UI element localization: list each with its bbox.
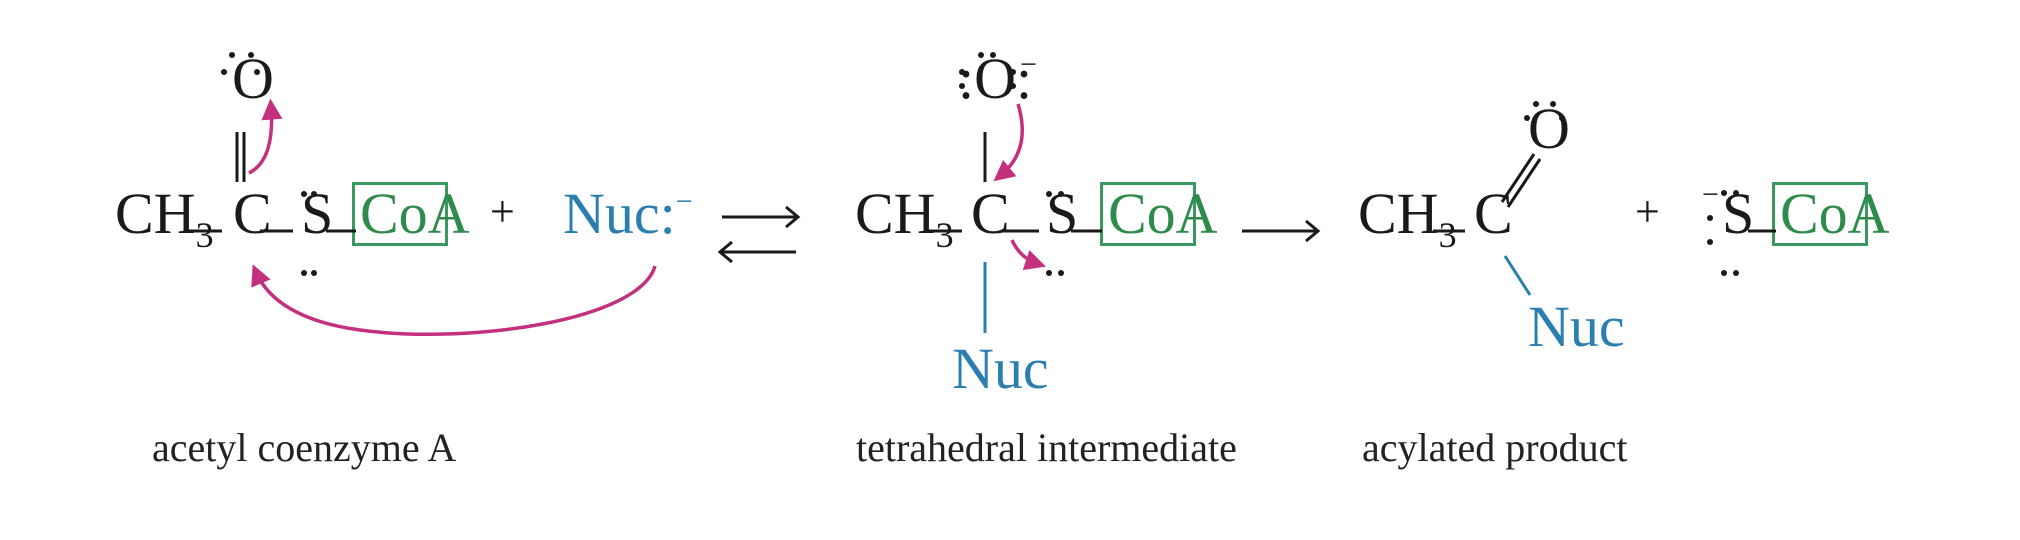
forward-arrow	[1242, 219, 1321, 243]
reactant-lone-pairs	[221, 52, 317, 276]
coa-box	[1772, 182, 1868, 246]
product-nuc-bond	[1503, 255, 1532, 296]
coa-box	[1100, 182, 1196, 246]
product-ch3: CH3	[1358, 181, 1457, 255]
intermediate-lone-pairs	[959, 52, 1064, 276]
curved-arrow-leaving-group	[1010, 239, 1046, 270]
reactant-ch3: CH3	[115, 181, 214, 255]
thiolate-coa: CoA	[1780, 181, 1890, 246]
thiolate-charge: −	[1702, 178, 1719, 211]
nucleophile: Nuc:−	[563, 181, 693, 246]
label-acetyl-coenzyme-a: acetyl coenzyme A	[152, 425, 457, 470]
intermediate-nuc: Nuc	[952, 336, 1049, 401]
coa-box	[352, 182, 448, 246]
product-oxygen: O	[1528, 96, 1570, 161]
product-lone-pairs	[1524, 101, 1565, 121]
intermediate-coa: CoA	[1108, 181, 1218, 246]
label-acylated-product: acylated product	[1362, 425, 1628, 470]
curved-arrow-oxyanion-reform	[993, 103, 1025, 182]
intermediate-carbon: C	[971, 181, 1010, 246]
curved-arrow-nuc-attack	[251, 264, 657, 337]
thiolate-lone-pairs	[1707, 190, 1739, 276]
intermediate-ch3: CH3	[855, 181, 954, 255]
product-nuc: Nuc	[1528, 294, 1625, 359]
intermediate-bonds	[928, 132, 1102, 233]
equilibrium-arrow	[717, 205, 801, 264]
plus-sign: +	[1635, 187, 1660, 236]
reactant-carbon: C	[233, 181, 272, 246]
intermediate-oxygen-charge: −	[1020, 48, 1037, 81]
reactant-coa: CoA	[360, 181, 470, 246]
reactant-bonds	[187, 132, 356, 233]
product-bonds	[1433, 153, 1542, 233]
reactant-oxygen: O	[232, 46, 274, 111]
plus-sign: +	[490, 187, 515, 236]
curved-arrow-pi-to-oxygen	[248, 98, 283, 175]
intermediate-oxygen: :O:	[958, 46, 1033, 111]
label-tetrahedral-intermediate: tetrahedral intermediate	[856, 425, 1237, 470]
